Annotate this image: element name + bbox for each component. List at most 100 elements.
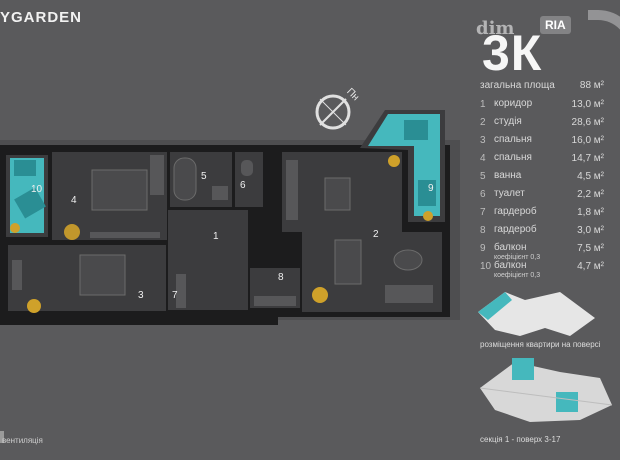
room-spec-label: спальня	[494, 152, 572, 163]
room-spec-number: 6	[480, 189, 486, 200]
balcony-10-chair	[14, 160, 36, 176]
room-8-rack	[254, 296, 296, 306]
room-spec-label: ванна	[494, 171, 577, 181]
room-spec-area: 4,7 м²	[577, 261, 604, 272]
room-7-rack	[176, 274, 186, 308]
room-4-wardrobe	[150, 155, 164, 195]
room-spec-row: 7 гардероб 1,8 м²	[480, 207, 604, 225]
compass-label: Пн	[344, 86, 361, 103]
area-specs: загальна площа 88 м² 1 коридор 13,0 м² 2 сту…	[480, 80, 604, 279]
plant-icon	[10, 223, 20, 233]
watermark-ria: RIA	[540, 16, 571, 34]
room-spec-name: гардероб	[494, 224, 537, 235]
room-3-bed	[79, 254, 126, 296]
toilet-bowl	[241, 160, 253, 176]
room-spec-number: 2	[480, 117, 486, 128]
watermark-dim: dim	[476, 18, 515, 39]
kitchen-counter	[286, 160, 298, 220]
room-4-bed	[91, 169, 148, 211]
bathtub	[173, 157, 197, 201]
total-area-row: загальна площа 88 м²	[480, 80, 604, 91]
kitchen-island	[324, 177, 351, 211]
room-spec-row: 2 студія 28,6 м²	[480, 117, 604, 135]
room-label-8: 8	[278, 272, 284, 283]
room-spec-label: туалет	[494, 189, 577, 199]
room-spec-label: гардероб	[494, 224, 577, 235]
room-spec-number: 8	[480, 225, 486, 236]
plant-icon	[312, 287, 328, 303]
section-building	[479, 358, 613, 422]
room-spec-name: спальня	[494, 152, 532, 163]
coffee-table	[393, 249, 423, 271]
room-spec-number: 7	[480, 207, 486, 218]
room-label-2: 2	[373, 229, 379, 240]
room-spec-number: 10	[480, 261, 492, 272]
compass-icon	[315, 94, 351, 130]
total-area-label: загальна площа	[480, 80, 555, 91]
room-list: 1 коридор 13,0 м² 2 студія 28,6 м² 3 спальня 16,…	[480, 99, 604, 280]
vent-legend-label: вентиляція	[2, 436, 43, 445]
room-spec-label: спальня	[494, 134, 572, 145]
room-spec-row: 4 спальня 14,7 м²	[480, 153, 604, 171]
room-spec-row: 8 гардероб 3,0 м²	[480, 225, 604, 243]
plant-icon	[64, 224, 80, 240]
room-spec-name: студія	[494, 116, 522, 127]
room-spec-name: балкон	[494, 260, 527, 271]
room-label-5: 5	[201, 171, 207, 182]
balcony-9-chair	[404, 120, 428, 140]
room-spec-area: 14,7 м²	[571, 153, 604, 164]
room-spec-label: коридор	[494, 98, 572, 109]
room-spec-number: 3	[480, 135, 486, 146]
room-4-desk	[90, 232, 160, 238]
floor-location-plan	[478, 292, 595, 336]
room-spec-name: балкон	[494, 242, 527, 253]
room-spec-area: 28,6 м²	[571, 117, 604, 128]
room-label-6: 6	[240, 180, 246, 191]
room-label-3: 3	[138, 290, 144, 301]
room-spec-number: 1	[480, 99, 486, 110]
apartment-type: 3К	[482, 25, 543, 81]
room-spec-area: 13,0 м²	[571, 99, 604, 110]
plant-icon	[388, 155, 400, 167]
brand-logo-text: YGARDEN	[0, 9, 83, 26]
room-spec-name: гардероб	[494, 206, 537, 217]
balcony-9-lounger	[418, 180, 436, 206]
plant-icon	[423, 211, 433, 221]
room-label-10: 10	[31, 184, 43, 195]
sofa	[385, 285, 433, 303]
room-spec-area: 1,8 м²	[577, 207, 604, 218]
section-label: секція 1 - поверх 3-17	[480, 435, 561, 444]
room-spec-name: коридор	[494, 98, 533, 109]
room-label-9: 9	[428, 183, 434, 194]
room-spec-label: гардероб	[494, 206, 577, 217]
room-spec-area: 2,2 м²	[577, 189, 604, 200]
room-spec-coefficient: коефіцієнт 0,3	[494, 272, 541, 279]
room-spec-area: 4,5 м²	[577, 171, 604, 182]
washbasin	[212, 186, 228, 200]
floor-location-label: розміщення квартири на поверсі	[480, 340, 601, 349]
dining-table	[334, 239, 362, 285]
room-spec-row: 3 спальня 16,0 м²	[480, 135, 604, 153]
room-spec-number: 9	[480, 243, 486, 254]
balcony-10-lounger	[14, 187, 46, 219]
room-spec-number: 4	[480, 153, 486, 164]
room-spec-coefficient: коефіцієнт 0,3	[494, 254, 541, 261]
vent-legend-swatch	[0, 431, 4, 443]
room-label-7: 7	[172, 290, 178, 301]
room-spec-area: 3,0 м²	[577, 225, 604, 236]
room-spec-row: 1 коридор 13,0 м²	[480, 99, 604, 117]
total-area-value: 88 м²	[579, 80, 604, 91]
room-spec-area: 16,0 м²	[571, 135, 604, 146]
room-spec-number: 5	[480, 171, 486, 182]
corner-arc-decoration	[588, 10, 620, 60]
room-spec-name: спальня	[494, 134, 532, 145]
room-label-1: 1	[213, 231, 219, 242]
plant-icon	[27, 299, 41, 313]
